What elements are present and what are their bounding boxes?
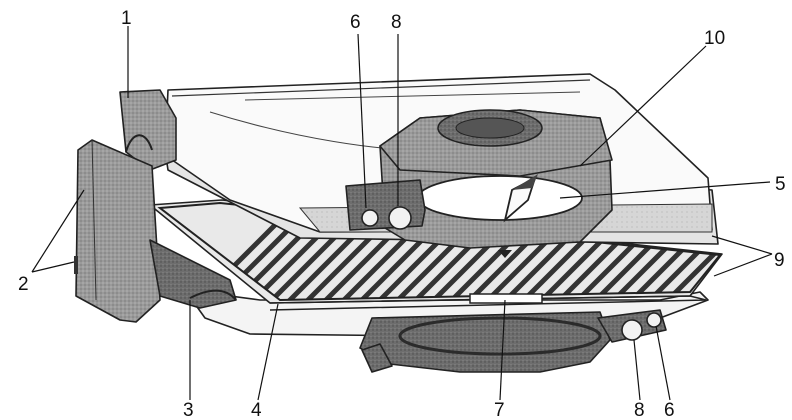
lower-plate-rim: [157, 201, 722, 302]
callout-1: 1: [121, 8, 132, 29]
base-foot: [361, 343, 393, 373]
callout-7: 7: [494, 400, 505, 420]
lid-crease-2: [244, 91, 581, 101]
callout-9: 9: [774, 250, 785, 271]
lid-top-edge: [171, 79, 591, 97]
leader-8-lower: [633, 339, 641, 401]
leader-6-upper: [357, 33, 367, 209]
handle-recess-inner: [455, 117, 525, 139]
dial-track: [417, 175, 583, 221]
drip-tray-groove: [398, 316, 602, 356]
lower-indicator-lamp: [646, 312, 662, 328]
callout-2: 2: [18, 274, 29, 295]
callout-10: 10: [704, 28, 725, 49]
callout-3: 3: [183, 400, 194, 420]
side-support: [75, 139, 161, 323]
hinge-slot: [125, 134, 153, 153]
leader-9a: [711, 235, 773, 255]
leader-lines: [31, 26, 773, 401]
dial-pointer-stem: [512, 174, 538, 190]
side-support-slot: [74, 256, 78, 274]
leader-5: [559, 181, 771, 199]
leader-6-lower: [655, 325, 671, 401]
leader-2a: [31, 189, 85, 273]
lower-handle-grip: [189, 289, 237, 301]
callout-6-lower: 6: [664, 400, 675, 420]
leader-2b: [31, 261, 75, 273]
side-support-face: [91, 139, 97, 301]
leader-4: [257, 303, 279, 401]
upper-knob-housing: [345, 179, 426, 231]
centre-latch: [469, 293, 543, 304]
leader-9b: [713, 253, 773, 277]
upper-thermostat-knob: [388, 206, 412, 230]
drip-tray: [359, 311, 611, 373]
leader-7: [499, 299, 506, 401]
callout-8-lower: 8: [634, 400, 645, 420]
callout-6-upper: 6: [350, 12, 361, 33]
lower-thermostat-knob: [621, 319, 643, 341]
upper-indicator-lamp: [361, 209, 379, 227]
callout-5: 5: [775, 174, 786, 195]
leader-10: [579, 45, 707, 167]
handle-arrow-icon: [498, 250, 512, 258]
callout-8-upper: 8: [391, 12, 402, 33]
callout-4: 4: [251, 400, 262, 420]
